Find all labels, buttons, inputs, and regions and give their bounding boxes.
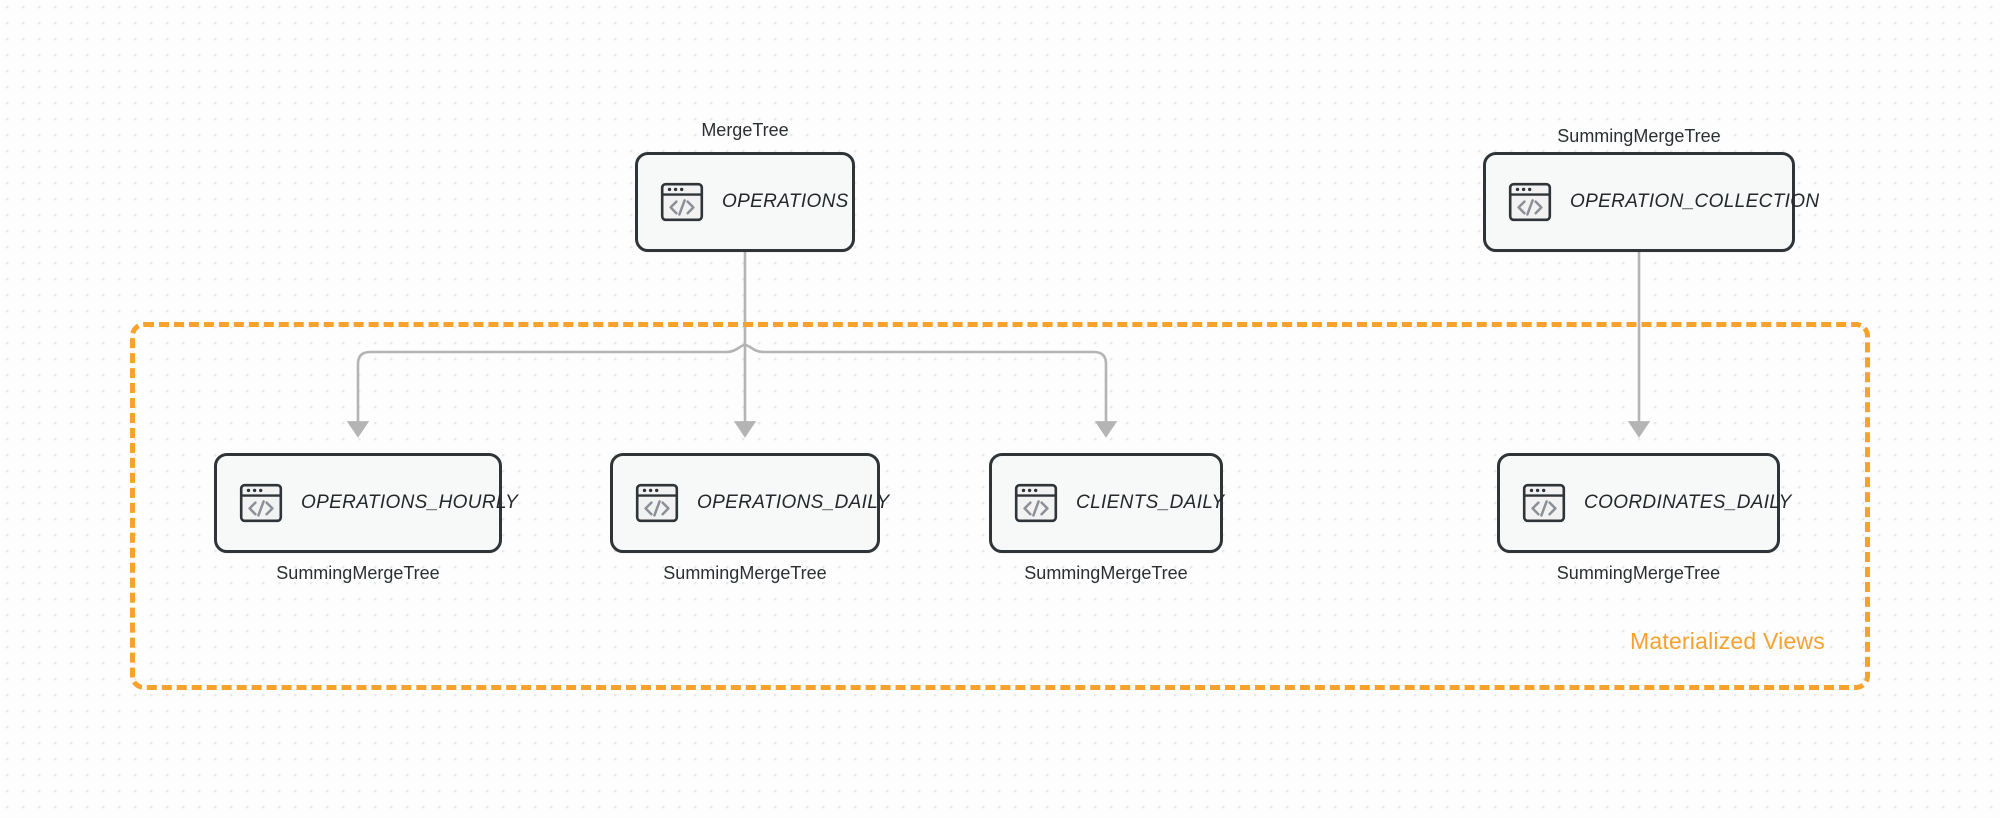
code-window-icon: [1508, 182, 1552, 222]
code-window-icon: [635, 483, 679, 523]
node-label-operations-daily: OPERATIONS_DAILY: [697, 492, 890, 513]
node-clients-daily[interactable]: CLIENTS_DAILY: [989, 453, 1225, 553]
node-coordinates-daily[interactable]: COORDINATES_DAILY: [1497, 453, 1791, 553]
node-operations[interactable]: OPERATIONS: [635, 152, 855, 252]
node-label-operations: OPERATIONS: [722, 191, 849, 212]
materialized-views-group: [130, 322, 1870, 690]
code-window-icon: [1522, 483, 1566, 523]
code-window-icon: [1014, 483, 1058, 523]
node-label-coordinates-daily: COORDINATES_DAILY: [1584, 492, 1792, 513]
materialized-views-group-label: Materialized Views: [1630, 628, 1825, 654]
node-operation-collection[interactable]: OPERATION_COLLECTION: [1483, 152, 1819, 252]
engine-label-operations: MergeTree: [701, 120, 789, 140]
engine-label-clients-daily: SummingMergeTree: [1024, 563, 1188, 583]
code-window-icon: [239, 483, 283, 523]
engine-label-operations-daily: SummingMergeTree: [663, 563, 827, 583]
engine-label-coordinates-daily: SummingMergeTree: [1556, 563, 1721, 583]
code-window-icon: [660, 182, 704, 222]
node-operations-daily[interactable]: OPERATIONS_DAILY: [610, 453, 889, 553]
engine-label-operations-hourly: SummingMergeTree: [276, 563, 440, 583]
node-label-operation-collection: OPERATION_COLLECTION: [1570, 191, 1820, 212]
node-label-clients-daily: CLIENTS_DAILY: [1076, 492, 1225, 513]
node-operations-hourly[interactable]: OPERATIONS_HOURLY: [214, 453, 518, 553]
node-label-operations-hourly: OPERATIONS_HOURLY: [301, 492, 519, 513]
engine-label-operation-collection: SummingMergeTree: [1557, 126, 1721, 146]
